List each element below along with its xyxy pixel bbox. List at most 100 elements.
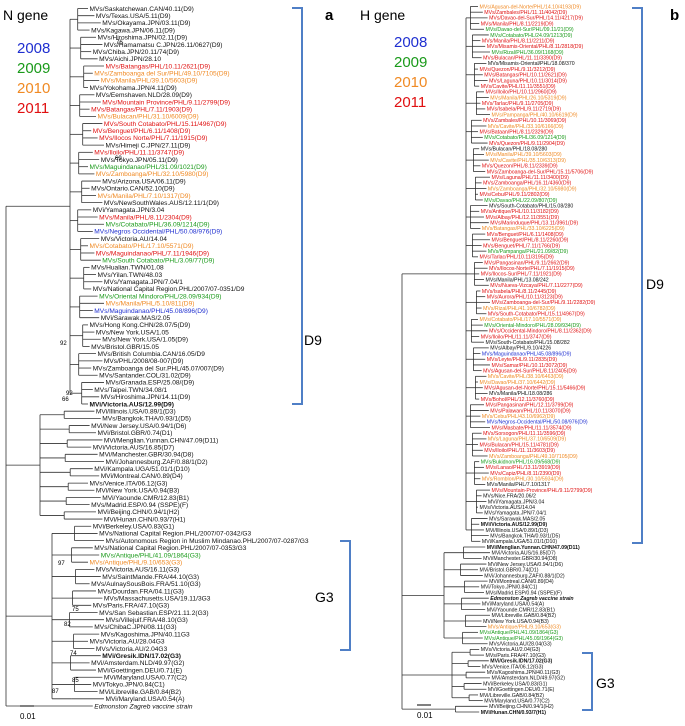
tree-a-tip-label: MVs/Hiroshima.JPN/02.11(D9) <box>98 35 188 42</box>
tree-b-tip-label: MVs/Cebu/PHL/9.11/2802(D9) <box>480 192 550 198</box>
tree-a-tip-label: MVs/Maguindanao/PHL/7.11/1946(D9) <box>96 250 209 257</box>
tree-a-tip-label: MVi/Victoria.AUS/16.85(D7) <box>93 444 174 451</box>
tree-a-tip-label: MVi/Yamagata.JPN/3.04 <box>93 207 165 214</box>
tree-b-tip-label: MVs/Pangasinan/PHL/9.11/2662(D9) <box>484 260 569 266</box>
tree-b-tip-label: MVs/Madrid.ESP/0.94 (SSPE)(F) <box>486 590 563 596</box>
tree-a-tip-label: MVs/Oriental Mindoro/PHL/28.09/934(D9) <box>99 293 221 300</box>
tree-b-tip-label: MVs/Victoria.AU/28.04(G3) <box>489 642 552 648</box>
tree-b-tip-label: MVs/Antique/PHL/45.09/1964(G3) <box>484 636 563 642</box>
tree-b-tip-label: MVs/Laguna/PHL/10.11/3014(D9) <box>489 78 567 84</box>
tree-a-tip-label: MVs/Manila/PHL/5.10/811(D9) <box>106 301 195 308</box>
tree-a-tip-label: MVs/British Columbia.CAN/16.05/D9 <box>98 351 206 358</box>
tree-b-tip-label: MVs/Zambales/PHL/11.11/4042(D9) <box>484 10 567 16</box>
tree-b-tip-label: MVs/Mountain-Province/PHL/9.11/2799(D9) <box>492 488 593 494</box>
tree-b-tip-label: MVs/Antique/PHL/9.10/653(G3) <box>488 624 561 630</box>
tree-a-tip-label: MVi/Kampala.UGA/51.01/1(D10) <box>94 466 190 473</box>
h-gene-tree <box>401 6 490 713</box>
tree-b-tip-label: MVs/Zamboanga-del-Sur/PHL/15.11/5706(D9) <box>487 169 594 175</box>
tree-b-tip-label: MVs/Maguindanao/PHL/45.08/896(D9) <box>482 351 572 357</box>
tree-a-tip-label: MVs/National Capital Region.PHL/2007/07-… <box>99 531 251 538</box>
tree-a-tip-label: MVs/Yokohama.JPN/4.11(D9) <box>90 85 177 92</box>
tree-b-tip-label: MVs/Cavite/PHL/38.10/6463(D9) <box>488 374 564 380</box>
tree-a-tip-label: MVs/New York.USA/1.05 <box>96 329 169 336</box>
panel-a-title: N gene <box>3 7 48 23</box>
tree-a-tip-label: MVs/Autonomous Region in Muslim Mindanao… <box>106 538 309 545</box>
tree-b-tip-label: MVs/South-Cotabato/PHL/15.11/4967(D9) <box>488 312 585 318</box>
legend-2010: 2010 <box>17 80 50 97</box>
tree-b-tip-label: MVi/Johannesburg.ZAF/0.88/1(D2) <box>484 573 565 579</box>
tree-b-tip-label: MVi/Yamagata.JPN/3.04 <box>488 499 544 505</box>
tree-a-tip-label: MVs/Tokyo.JPN/05.11(D9) <box>101 157 178 164</box>
tree-a-tip-label: MVs/Dourdan.FRA/04.11(G3) <box>98 588 184 595</box>
tree-a-tip-label: MVi/Libreville.GAB/0.84(B2) <box>99 689 181 696</box>
tree-b-tip-label: MVi/Libreville.GAB/0.84(B2) <box>492 613 557 619</box>
tree-b-tip-label: MVs/Benguet/PHL/8.11/2260(D9) <box>492 238 569 244</box>
tree-a-tip-label: MVi/Illinois.USA/0.89/1(D3) <box>96 408 176 415</box>
tree-a-tip-label: MVi/Victoria.AUS/12.99(D9) <box>90 401 174 408</box>
tree-b-tip-label: MVs/Manila/PHL/39.10/5603(D9) <box>486 152 562 158</box>
tree-b-tip-label: MVs/Zamboanga-del-Sur/PHL/9.11/2282(D9) <box>492 300 596 306</box>
tree-a-tip-label: MVs/Hamamatsu C.JPN/26.11/0627(D9) <box>104 42 223 49</box>
tree-b-tip-label: MVs/Ilocos-Norte/PHL/7.11/1915(D9) <box>489 266 575 272</box>
tree-b-tip-label: MVs/Cotabato/PHL/17.10/5571(D9) <box>480 317 562 323</box>
tree-b-tip-label: MVs/Zamboanga/PHL/16.11/4360(D9) <box>483 181 571 187</box>
tree-b-tip-label: MVs/Albay/PHL/12.11/3551(D9) <box>486 215 560 221</box>
tree-b-tip-label: MVs/Lanao/PHL/13.11/3919(D9) <box>486 465 561 471</box>
tree-a-tip-label: Edmonston Zagreb vaccine strain <box>94 703 193 710</box>
tree-a-tip-label: MVs/Hiroshima.JPN/14.11(D9) <box>101 394 191 401</box>
tree-b-tip-label: MVs/Benguet/PHL/6.11/1408(D9) <box>487 232 564 238</box>
panel-b-title: H gene <box>360 7 405 23</box>
scale-bar-b: 0.01 <box>417 704 433 720</box>
tree-b-tip-label: MVi/Hunan.CHN/0.93/7(H1) <box>481 710 547 716</box>
panel-a-n-gene: N gene a 2008 2009 2010 2011 92927487859… <box>3 6 351 721</box>
tree-a-tip-label: MVs/NewSouthWales.AUS/12.11/1(D9) <box>104 200 219 207</box>
legend-b-2011: 2011 <box>394 94 426 111</box>
legend-2009: 2009 <box>17 60 50 77</box>
tree-a-tip-label: MVs/Cotabato/PHL/17.10/5571(D9) <box>90 243 194 250</box>
tree-a-tip-label: MVs/Mountain Province/PHL/9.11/2799(D9) <box>102 99 230 106</box>
tree-a-tip-label: MVs/Manila/PHL/7.10/1317(D9) <box>98 193 191 200</box>
tree-b-tip-label: MVi/Berkeley.USA/0.83(G1) <box>483 681 547 687</box>
tree-b-tip-label: MVs/Benguet/PHL/7.11/1766(D9) <box>483 243 560 249</box>
panel-b-letter: b <box>670 7 679 24</box>
tree-a-tip-label: MVs/Yamagata.JPN/7.04/1 <box>104 279 183 286</box>
tree-b-tip-label: MVs/Manila/PHL/7.10/1317 <box>487 482 550 488</box>
tree-b-tip-label: MVs/South-Cotabato/PHL/15.08/282 <box>486 340 570 346</box>
tree-b-tip-label: MVs/Victoria.AU/2.04(G3) <box>481 647 541 653</box>
tree-a-tip-label: MVi/Johannesburg.ZAF/0.88/1(D2) <box>106 459 208 466</box>
tree-b-tip-label: MVi/Manchester.GBR/30.94(D8) <box>483 556 558 562</box>
tree-b-tip-label: MVs/South-Cotabato/PHL/15.08/280 <box>489 203 573 209</box>
d9-bracket-b <box>632 7 643 544</box>
bootstrap-value: 92 <box>66 391 73 397</box>
bootstrap-value: 82 <box>64 622 71 628</box>
tree-b-tip-label: MVs/Manila/PHL/13.08/242 <box>486 277 549 283</box>
tree-b-tip-label: MVs/Samar/PHL/10.11/3072(D9) <box>492 363 568 369</box>
tree-b-tip-label: MVi/Tokyo.JPN/0.84(C1) <box>481 585 538 591</box>
d9-group-label-a: D9 <box>304 332 322 348</box>
tree-a-tip-label: MVs/Victoria.AU/2.04G3 <box>96 646 168 653</box>
tree-a-tip-label: MVs/Maguindanao/PHL/45.08/896(D9) <box>94 308 208 315</box>
tree-a-tip-label: MVs/Zamboanga del Sur/PHL/49.10/7105(D9) <box>94 71 229 78</box>
tree-b-tip-label: MVi/New York.USA/0.94(B3) <box>483 619 549 625</box>
tree-a-tip-label: MVi/Yaounde.CMR/12.83(B1) <box>102 495 189 502</box>
tree-a-tip-label: MVs/Yilan.TWN/48.03 <box>98 272 163 279</box>
tree-b-tip-label: MVs/Zamboanga/PHL/49.10/7105(D9) <box>489 454 578 460</box>
tree-b-tip-label: MVs/Manila/PHL/18.08/286 <box>489 391 552 397</box>
tree-a-tip-label: MVs/Massachusetts.USA/19.11/3G3 <box>104 595 211 602</box>
tree-b-tip-label: MVs/Laguna/PHL/37.10/6509(D9) <box>488 437 566 443</box>
tree-a-tip-label: MVs/Chiba.JPN/20.11/74(D9) <box>93 49 179 56</box>
tree-b-tip-label: MVi/Victoria.AUS/16.85(D7) <box>492 551 556 557</box>
tree-b-tip-label: MVs/Iloilo/PHL/11.11/3603(D9) <box>484 448 555 454</box>
tree-a-tip-label: MVs/Cotabato/PHL/36.09/1214(D9) <box>106 222 210 229</box>
tree-b-tip-label: MVs/Antique/PHL/10.11/3182(D9) <box>481 209 559 215</box>
tree-b-tip-label: MVs/Pangasinan/PHL/12.11/3799(D9) <box>486 403 574 409</box>
tree-a-tip-label: MVs/Manila/PHL/8.11/2304(D9) <box>99 214 192 221</box>
tree-a-tip-label: MVs/Venice.ITA/06.12(G3) <box>90 480 168 487</box>
tree-b-tip-label: MVs/Romblon/PHL/30.10/5934(D9) <box>482 477 564 483</box>
tree-b-tip-label: MVi/Montreal.CAN/0.89(D4) <box>489 579 554 585</box>
tree-b-tip-label: MVs/Bulacan/PHL/18.08/280 <box>481 147 548 153</box>
tree-b-tip-label: MVs/Davao-del-Sur/PHL/09.11/21(D9) <box>486 27 574 33</box>
tree-b-tip-label: MVi/New Jersey.USA/0.94/1(D6) <box>488 562 563 568</box>
